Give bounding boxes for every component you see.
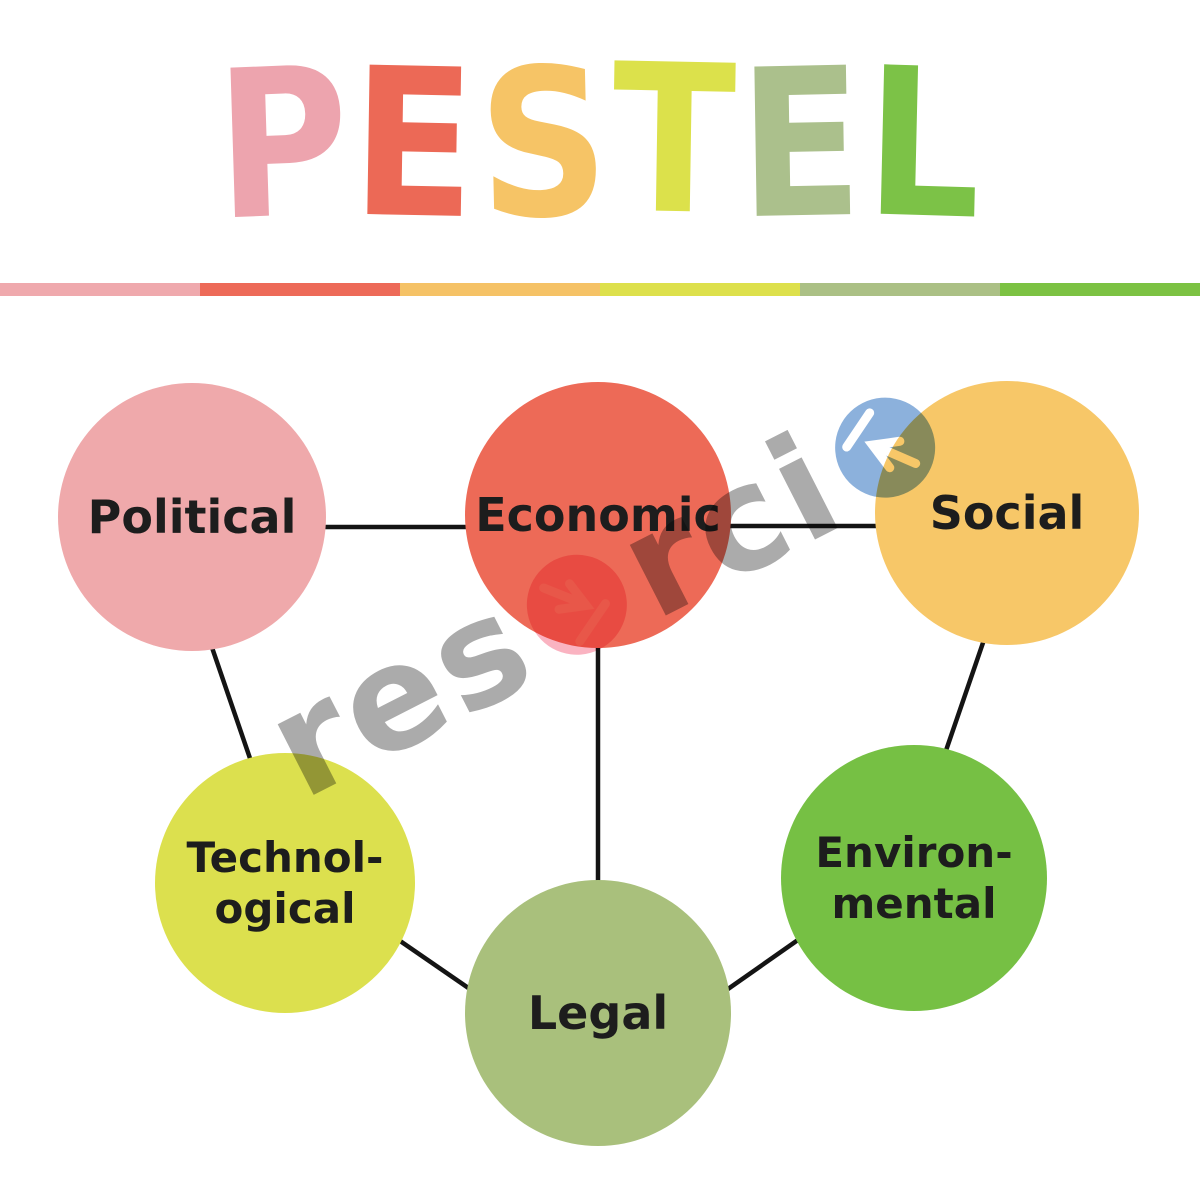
node-social-label: Social <box>929 485 1085 540</box>
divider-segment-5 <box>1000 283 1200 296</box>
node-political: Political <box>58 383 326 651</box>
connector-social-environmental <box>937 633 989 769</box>
divider-segment-1 <box>200 283 400 296</box>
node-social: Social <box>875 381 1139 645</box>
node-technological-label-line-1: Technol- <box>186 832 384 882</box>
connector-technological-legal <box>388 932 482 998</box>
connector-political-technological <box>203 629 257 771</box>
node-legal: Legal <box>465 880 731 1146</box>
node-political-label: Political <box>87 489 297 544</box>
node-economic: Economic <box>465 382 731 648</box>
divider-segment-3 <box>600 283 800 296</box>
node-technological-label-line-2: ogical <box>214 884 356 933</box>
node-economic-label: Economic <box>475 487 721 542</box>
divider-segment-0 <box>0 283 200 296</box>
node-environmental-label-line-2: mental <box>831 879 997 928</box>
node-technological: Technol-ogical <box>155 753 415 1013</box>
node-environmental: Environ-mental <box>781 745 1047 1011</box>
node-legal-label: Legal <box>527 985 669 1040</box>
connector-legal-environmental <box>716 933 807 998</box>
divider-segment-2 <box>400 283 600 296</box>
node-environmental-label-line-1: Environ- <box>815 827 1013 877</box>
divider-segment-4 <box>800 283 1000 296</box>
color-divider <box>0 283 1200 296</box>
